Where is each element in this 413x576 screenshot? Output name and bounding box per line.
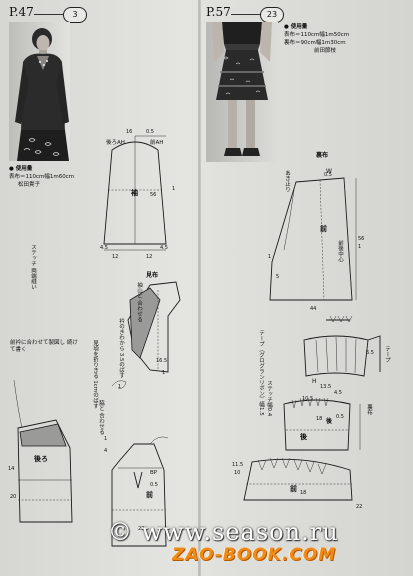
yoke-draft: 6.5 13.5 4.5 — [303, 315, 381, 396]
svg-text:12: 12 — [112, 254, 118, 260]
svg-text:22: 22 — [356, 504, 362, 510]
svg-text:4.5: 4.5 — [100, 245, 108, 251]
front-skirt-draft: 11.5 10 18 22 — [232, 457, 362, 510]
right-materials-heading: ● 使用量 — [284, 24, 308, 30]
right-materials-line2: 裏布＝90cm幅1m30cm — [284, 40, 346, 46]
right-designer: 前田節枝 — [314, 48, 337, 54]
back-bodice-draft: 20 14 — [8, 379, 73, 523]
note-collar: 前衿に合わせて製図し 続けて書く — [10, 340, 78, 353]
svg-text:56: 56 — [150, 192, 156, 198]
opening-note: あき止り — [284, 170, 290, 192]
left-designer: 松田貴子 — [18, 182, 41, 188]
svg-text:5: 5 — [276, 274, 279, 280]
left-pattern-number: 3 — [63, 7, 87, 23]
tape-note: テープ（グログランリボン）幅1.5 — [258, 330, 264, 416]
right-header-rule — [231, 14, 261, 15]
sleeve-draft: 16 0.5 4.5 4.5 12 12 56 1 — [100, 129, 175, 260]
svg-text:10.5: 10.5 — [302, 396, 313, 402]
svg-text:11.5: 11.5 — [232, 462, 243, 468]
back-yoke-label: 後 — [326, 418, 333, 425]
svg-text:56: 56 — [358, 236, 364, 242]
svg-text:0.5: 0.5 — [146, 129, 154, 135]
svg-text:10: 10 — [234, 470, 240, 476]
svg-text:14: 14 — [8, 466, 14, 472]
svg-text:16: 16 — [126, 129, 132, 135]
svg-text:1: 1 — [162, 370, 165, 376]
tape-label: テープ — [384, 346, 390, 363]
svg-text:18: 18 — [316, 416, 322, 422]
svg-text:0.5: 0.5 — [324, 172, 332, 178]
right-materials-line1: 表布＝110cm幅1m50cm — [284, 32, 350, 38]
back-bodice-label: 後ろ — [34, 455, 48, 463]
left-model-photo — [9, 22, 70, 161]
svg-text:1: 1 — [172, 186, 175, 192]
bp-label: BP — [150, 470, 158, 476]
front-bodice-draft: 1 4 22 0.5 — [104, 436, 169, 547]
svg-text:4: 4 — [104, 448, 107, 454]
back-skirt-draft: 10.5 18 0.5 — [283, 396, 361, 451]
right-model-photo — [206, 22, 278, 162]
waist-label: W — [326, 168, 332, 175]
svg-text:44: 44 — [310, 306, 316, 312]
front-back-center: 前後中心 — [337, 240, 343, 262]
svg-text:13.5: 13.5 — [320, 384, 331, 390]
model-jacket-illustration — [9, 22, 70, 161]
right-page-ref: P.57 — [206, 5, 231, 19]
left-page-ref: P.47 — [9, 5, 34, 19]
svg-text:4.5: 4.5 — [160, 245, 168, 251]
front-bodice-label: 前 — [146, 491, 153, 499]
facing-label: 見布 — [146, 272, 159, 279]
svg-text:0.5: 0.5 — [336, 414, 344, 420]
note-side-seam: 脇と 合わせる — [98, 400, 104, 435]
page-fold — [198, 0, 201, 576]
left-materials-heading: ● 使用量 — [9, 166, 33, 172]
watermark-season: © www.season.ru — [108, 518, 339, 546]
lining-skirt-draft: 56 1 0.5 5 44 1 — [268, 172, 364, 312]
svg-text:1: 1 — [268, 254, 271, 260]
svg-text:22: 22 — [138, 526, 144, 532]
svg-text:12: 12 — [146, 254, 152, 260]
sleeve-back-ah: 後ろAH — [106, 140, 125, 146]
svg-text:18: 18 — [300, 490, 306, 496]
facing-draft: 16.5 1 1 — [111, 281, 181, 390]
svg-text:4.5: 4.5 — [334, 390, 342, 396]
left-materials-line1: 表布＝110cm幅1m60cm — [9, 174, 75, 180]
svg-text:1: 1 — [358, 244, 361, 250]
right-lining-heading: 裏布 — [316, 152, 329, 159]
note-stitch: ステッチ 両端縫い — [30, 244, 36, 290]
svg-text:20: 20 — [10, 494, 16, 500]
svg-text:1: 1 — [104, 436, 107, 442]
left-header-rule — [34, 14, 64, 15]
watermark-zao-book: ZAO-BOOK.COM — [172, 545, 337, 565]
note-notch: 衿のきわから 3.5のばす — [118, 318, 124, 378]
note-match-sleeve: 袖山と 合わせる — [136, 282, 142, 323]
hip-label: H — [312, 378, 317, 385]
svg-text:6.5: 6.5 — [366, 350, 374, 356]
svg-text:0.5: 0.5 — [150, 482, 158, 488]
back-center-lining: 裏布 — [366, 404, 372, 415]
model-skirt-illustration — [206, 22, 278, 162]
lining-front-label: 前 — [320, 225, 327, 233]
sleeve-front-ah: 前AH — [150, 140, 164, 146]
svg-text:16.5: 16.5 — [156, 358, 167, 364]
note-lap: 見頃を折りきる 1cmのばす — [92, 340, 98, 409]
sleeve-label: 袖 — [131, 189, 138, 197]
back-skirt-label: 後 — [300, 433, 307, 441]
stitch-note: ステッチ幅0.4 — [266, 380, 272, 417]
front-skirt-label: 前 — [290, 485, 297, 493]
svg-text:1: 1 — [118, 384, 121, 390]
